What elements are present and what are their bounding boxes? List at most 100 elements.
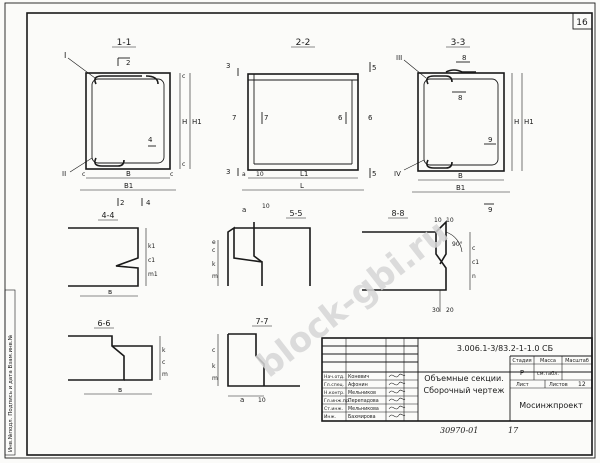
dim-m-5: m xyxy=(212,273,218,280)
dim-L1: L1 xyxy=(300,170,308,178)
section-label-3-3: 3-3 xyxy=(451,38,466,48)
name-2: Мельников xyxy=(348,390,376,396)
cut-3-label: 3 xyxy=(226,62,230,70)
dim-v-4: в xyxy=(108,288,112,296)
name-0: Коневич xyxy=(348,374,369,380)
marker-III: III xyxy=(396,54,402,62)
profile-5-5-rib xyxy=(253,222,263,263)
dim-10-7: 10 xyxy=(258,397,266,404)
signature-scribble xyxy=(388,413,406,418)
profile-7-7-base xyxy=(227,334,300,387)
dim-n-8: n xyxy=(472,273,476,280)
dim-c-left: c xyxy=(82,171,85,178)
leader-I xyxy=(67,57,96,79)
leader-IV xyxy=(403,159,425,171)
dim-10-5: 10 xyxy=(262,203,270,210)
role-3: Гл.инж.пр. xyxy=(324,398,350,404)
signature-scribble xyxy=(388,381,406,386)
side-stamp: Инв.№подл. Подпись и дата Взам.инв.№ xyxy=(8,334,14,452)
dim-10-8b: 10 xyxy=(446,217,454,224)
dim-B-3: B xyxy=(458,172,463,180)
sheets-label: Листов xyxy=(549,382,568,388)
marker-II: II xyxy=(62,170,66,178)
rebar-top-loop xyxy=(426,75,453,85)
marker-I: I xyxy=(64,51,66,60)
profile-4-4 xyxy=(68,227,139,287)
cut-8-label: 8 xyxy=(462,54,466,62)
rebar-bottom-loop xyxy=(94,157,125,167)
cut-6-label-r: 6 xyxy=(368,114,373,122)
dim-v-6: в xyxy=(118,386,122,394)
dim-c-right: c xyxy=(170,171,173,178)
section-label-7-7: 7-7 xyxy=(255,317,268,326)
dim-c-7: c xyxy=(212,347,215,354)
cut-3-label-b: 3 xyxy=(226,168,230,176)
dim-m1: m1 xyxy=(148,271,158,278)
footer-code: 30970-01 xyxy=(440,426,478,435)
stage-value: Р xyxy=(520,369,524,377)
cut-9-label: 9 xyxy=(488,136,492,144)
dim-B: B xyxy=(126,170,131,178)
dim-H: H xyxy=(182,118,187,126)
dim-k-5: k xyxy=(212,261,216,268)
dim-m-6: m xyxy=(162,371,168,378)
profile-5-5-left xyxy=(227,226,263,286)
dim-H1-3: H1 xyxy=(524,118,534,126)
signature-scribble xyxy=(388,397,406,402)
sheet-number-box xyxy=(572,12,593,30)
dim-H1: H1 xyxy=(192,118,202,126)
cut-4-label: 4 xyxy=(146,199,151,207)
dim-c-8: c xyxy=(472,245,475,252)
role-2: Н.контр. xyxy=(324,390,345,396)
signature-scribble xyxy=(388,373,406,378)
dim-e-5: e xyxy=(212,239,216,246)
dim-a-5: a xyxy=(242,206,246,214)
dim-k-7: k xyxy=(212,363,216,370)
doc-name-2: Сборочный чертеж xyxy=(424,386,505,395)
dim-30: 30 xyxy=(432,307,440,314)
dim-m-7: m xyxy=(212,375,218,382)
dim-k-6: k xyxy=(162,347,166,354)
watermark: block-gbi.ru xyxy=(250,212,456,385)
rebar-bottom-loop xyxy=(426,159,453,169)
name-5: Бахмирова xyxy=(348,414,376,420)
rebar-hook xyxy=(445,69,476,73)
dim-k1: k1 xyxy=(148,243,155,250)
sheet-number: 16 xyxy=(576,18,588,28)
section-label-6-6: 6-6 xyxy=(97,319,110,328)
box-3-3-inner xyxy=(423,78,499,166)
leader-III xyxy=(403,59,427,79)
leader-II xyxy=(69,157,93,173)
cut-8-label-b: 8 xyxy=(458,94,462,102)
box-3-3-outer xyxy=(417,72,505,172)
dim-c1: c1 xyxy=(148,257,155,264)
doc-name-1: Объемные секции. xyxy=(424,374,503,383)
title-block-frame xyxy=(321,337,593,422)
role-5: Инж. xyxy=(324,414,336,420)
col-mass: Масса xyxy=(540,358,556,364)
dim-c1-8: c1 xyxy=(472,259,479,266)
section-label-1-1: 1-1 xyxy=(117,38,132,48)
side-stamp-box xyxy=(4,289,16,456)
profile-6-6-right xyxy=(112,345,153,381)
signature-scribble xyxy=(388,389,406,394)
dim-H-3: H xyxy=(514,118,519,126)
rebar-top-loop xyxy=(94,75,142,85)
name-4: Мельникова xyxy=(348,406,379,412)
cut-7-label-r: 7 xyxy=(264,114,268,122)
section-label-8-8: 8-8 xyxy=(391,209,404,218)
dim-c-6: c xyxy=(162,359,165,366)
inner-frame xyxy=(26,12,593,456)
dim-angle: 90° xyxy=(452,241,463,248)
outer-frame xyxy=(4,2,596,459)
name-3: Перепадова xyxy=(348,398,379,404)
profile-7-7 xyxy=(228,333,265,386)
role-0: Нач.отд. xyxy=(324,374,345,380)
marker-IV: IV xyxy=(394,170,401,178)
role-1: Гл.спец. xyxy=(324,382,344,388)
title-block: 3.006.1-3/83.2-1-1.0 СБ Объемные секции.… xyxy=(321,337,593,422)
box-2-2-outer xyxy=(247,73,359,171)
dim-10: 10 xyxy=(256,171,264,178)
cut-2-label: 2 xyxy=(126,59,130,67)
